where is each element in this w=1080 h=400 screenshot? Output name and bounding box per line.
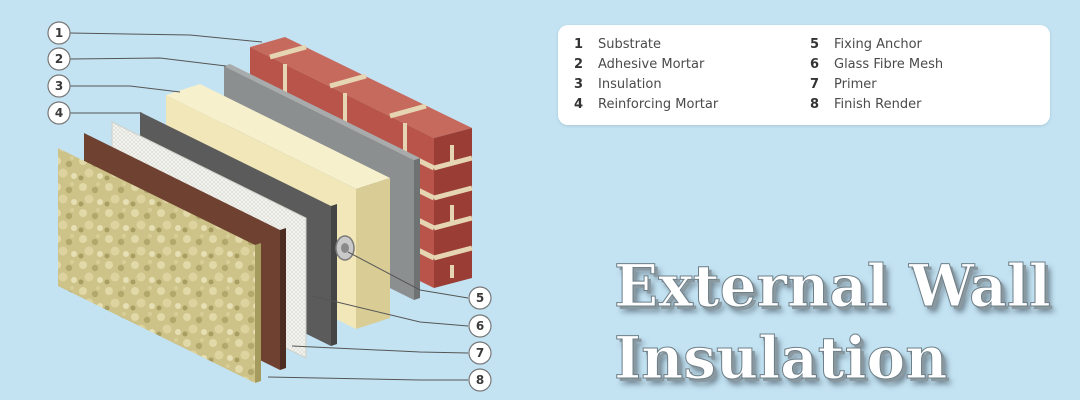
leader-line-8 [267, 376, 468, 381]
title-line-2: Insulation [614, 324, 948, 393]
page-title: External Wall Insulation [614, 250, 1074, 394]
legend-label: Substrate [598, 37, 662, 52]
legend-label: Primer [834, 77, 877, 92]
legend-number: 8 [810, 97, 820, 112]
title-line-1: External Wall [614, 252, 1052, 321]
callout-8: 8 [468, 368, 492, 392]
callout-2: 2 [47, 47, 71, 71]
legend-item-substrate: 1 Substrate [574, 35, 718, 55]
callout-label: 6 [476, 319, 484, 333]
legend-item-fixing-anchor: 5 Fixing Anchor [810, 35, 943, 55]
legend-column-right: 5 Fixing Anchor 6 Glass Fibre Mesh 7 Primer… [810, 35, 943, 115]
callout-label: 1 [55, 26, 63, 40]
callout-label: 4 [55, 106, 63, 120]
legend-item-glass-fibre-mesh: 6 Glass Fibre Mesh [810, 55, 943, 75]
legend-label: Glass Fibre Mesh [834, 57, 944, 72]
callout-1: 1 [47, 21, 71, 45]
callout-label: 5 [476, 291, 484, 305]
legend-label: Insulation [598, 77, 662, 92]
legend-label: Adhesive Mortar [598, 57, 705, 72]
callout-4: 4 [47, 101, 71, 125]
legend-item-primer: 7 Primer [810, 75, 943, 95]
leader-line-3 [70, 85, 181, 93]
layer-finish-render [58, 148, 261, 383]
legend-label: Reinforcing Mortar [598, 97, 719, 112]
callout-5: 5 [468, 286, 492, 310]
leader-line-6 [311, 295, 469, 327]
legend-label: Fixing Anchor [834, 37, 922, 52]
fixing-anchor [335, 235, 355, 261]
callout-6: 6 [468, 314, 492, 338]
callout-label: 8 [476, 373, 484, 387]
legend-label: Finish Render [834, 97, 922, 112]
legend-item-adhesive-mortar: 2 Adhesive Mortar [574, 55, 718, 75]
callout-label: 2 [55, 52, 63, 66]
callout-label: 7 [476, 346, 484, 360]
legend-item-reinforcing-mortar: 4 Reinforcing Mortar [574, 95, 718, 115]
legend-item-finish-render: 8 Finish Render [810, 95, 943, 115]
legend-number: 6 [810, 57, 820, 72]
leader-line-5 [347, 251, 469, 299]
legend-item-insulation: 3 Insulation [574, 75, 718, 95]
legend-number: 3 [574, 77, 584, 92]
leader-line-2 [69, 57, 227, 67]
leader-line-1 [69, 32, 263, 43]
callout-3: 3 [47, 74, 71, 98]
legend-number: 1 [574, 37, 584, 52]
legend-number: 4 [574, 97, 584, 112]
legend-number: 7 [810, 77, 820, 92]
callout-label: 3 [55, 79, 63, 93]
leader-line-7 [291, 345, 469, 354]
legend-number: 2 [574, 57, 584, 72]
legend-number: 5 [810, 37, 820, 52]
callout-7: 7 [468, 341, 492, 365]
